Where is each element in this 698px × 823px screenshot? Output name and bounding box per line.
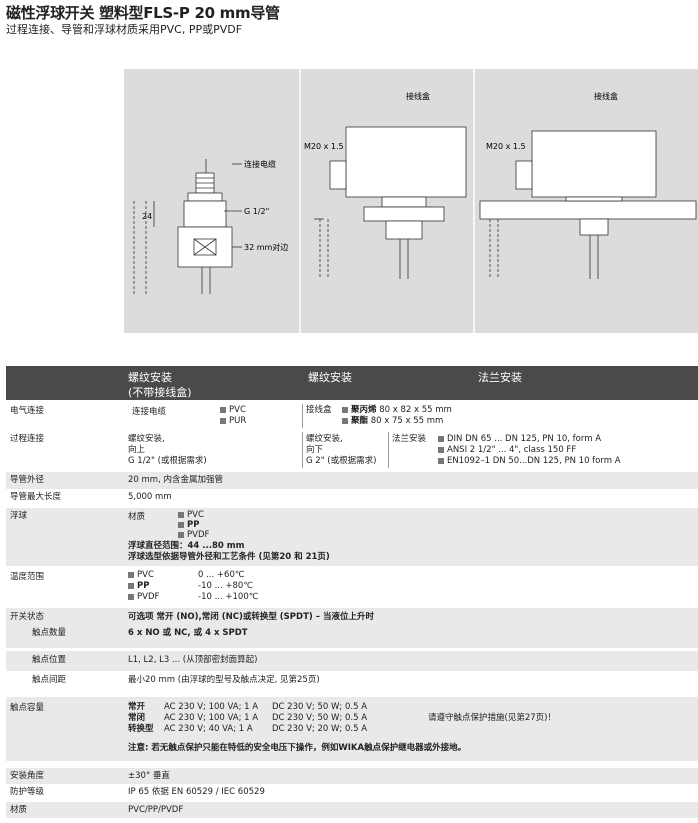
row-tube-od: 导管外径 20 mm, 内含金属加强管 xyxy=(6,471,698,489)
value-contact-gap: 最小20 mm (由浮球的型号及触点决定, 见第25页) xyxy=(128,675,320,685)
table-header: 螺纹安装 (不带接线盒) 螺纹安装 法兰安装 xyxy=(6,366,698,400)
value-contact-position: L1, L2, L3 ... (从顶部密封面算起) xyxy=(128,655,258,665)
float-mat-2: PP xyxy=(178,520,199,531)
rating-dc-2: DC 230 V; 50 W; 0.5 A xyxy=(272,713,368,723)
label-24: 24 xyxy=(142,212,152,221)
label-hex: 32 mm对边 xyxy=(244,242,288,252)
label-tube-od: 导管外径 xyxy=(10,475,45,485)
value-process-a3: G 1/2" (或根据需求) xyxy=(128,456,207,466)
row-process: 过程连接 螺纹安装, 向上 G 1/2" (或根据需求) 螺纹安装, 向下 G … xyxy=(6,430,698,470)
temp-mat-2: PP xyxy=(128,581,149,592)
rating-type-1: 常开 xyxy=(128,702,146,712)
value-material: PVC/PP/PVDF xyxy=(128,805,184,815)
rating-caution: 注意: 若无触点保护只能在特低的安全电压下操作，例如WIKA触点保护继电器或外接… xyxy=(128,743,467,753)
drawing-svg: 连接电缆 G 1/2" 24 32 mm对边 接线盒 M20 x 1.5 xyxy=(133,69,697,333)
label-tube-length: 导管最大长度 xyxy=(10,492,62,502)
header-col3: 法兰安装 xyxy=(478,371,522,384)
drawing-panel-1 xyxy=(133,159,242,294)
flange-option-2: ANSI 2 1/2" ... 4", class 150 FF xyxy=(438,445,576,456)
row-rating: 触点容量 常开 AC 230 V; 100 VA; 1 A DC 230 V; … xyxy=(6,696,698,761)
value-process-a2: 向上 xyxy=(128,445,146,455)
row-electrical: 电气连接 连接电缆 PVC PUR 接线盒 聚丙烯 80 x 82 x 55 m… xyxy=(6,400,698,430)
value-switch: 可选项 常开 (NO),常闭 (NC)或转换型 (SPDT) – 当液位上升时 xyxy=(128,612,374,622)
rating-type-3: 转换型 xyxy=(128,724,154,734)
label-electrical: 电气连接 xyxy=(10,406,45,416)
label-switch: 开关状态 xyxy=(10,612,45,622)
label-rating: 触点容量 xyxy=(10,703,45,713)
label-contact-position: 触点位置 xyxy=(32,655,67,665)
label-angle: 安装角度 xyxy=(10,771,45,781)
page-title: 磁性浮球开关 塑料型FLS-P 20 mm导管 xyxy=(6,4,280,22)
label-temperature: 温度范围 xyxy=(10,572,45,582)
temp-value-3: -10 ... +100℃ xyxy=(198,592,259,602)
header-col1-line2: (不带接线盒) xyxy=(128,386,192,399)
header-col2: 螺纹安装 xyxy=(308,371,352,384)
value-box: 接线盒 xyxy=(306,405,332,415)
row-switch: 开关状态 可选项 常开 (NO),常闭 (NC)或转换型 (SPDT) – 当液… xyxy=(6,607,698,648)
drawing-panel-2 xyxy=(314,126,467,279)
box-option-1: 聚丙烯 80 x 82 x 55 mm xyxy=(342,405,452,416)
rating-type-2: 常闭 xyxy=(128,713,146,723)
row-material: 材质 PVC/PP/PVDF xyxy=(6,801,698,818)
value-contacts: 6 x NO 或 NC, 或 4 x SPDT xyxy=(128,628,248,638)
label-ip: 防护等级 xyxy=(10,787,45,797)
value-ip: IP 65 依据 EN 60529 / IEC 60529 xyxy=(128,787,265,797)
label-process: 过程连接 xyxy=(10,434,45,444)
header-col1-line1: 螺纹安装 xyxy=(128,371,172,384)
label-m20-2: M20 x 1.5 xyxy=(486,142,526,151)
rating-dc-1: DC 230 V; 50 W; 0.5 A xyxy=(272,702,368,712)
label-cable: 连接电缆 xyxy=(244,159,276,169)
value-float-note: 浮球选型依据导管外径和工艺条件 (见第20 和 21页) xyxy=(128,552,330,562)
label-m20-1: M20 x 1.5 xyxy=(304,142,344,151)
page-subtitle: 过程连接、导管和浮球材质采用PVC, PP或PVDF xyxy=(6,23,243,36)
option-pur: PUR xyxy=(220,416,246,427)
rating-ac-1: AC 230 V; 100 VA; 1 A xyxy=(164,702,259,712)
box-option-2: 聚酯 80 x 75 x 55 mm xyxy=(342,416,443,427)
rating-ac-2: AC 230 V; 100 VA; 1 A xyxy=(164,713,259,723)
technical-drawing: 连接电缆 G 1/2" 24 32 mm对边 接线盒 M20 x 1.5 xyxy=(124,69,698,333)
label-g12: G 1/2" xyxy=(244,207,269,216)
float-mat-1: PVC xyxy=(178,510,204,521)
temp-mat-1: PVC xyxy=(128,570,154,581)
rating-dc-3: DC 230 V; 20 W; 0.5 A xyxy=(272,724,368,734)
flange-option-1: DIN DN 65 ... DN 125, PN 10, form A xyxy=(438,434,601,445)
value-cable: 连接电缆 xyxy=(132,407,167,417)
value-float-material: 材质 xyxy=(128,512,146,522)
row-temperature: 温度范围 PVC 0 ... +60℃ PP -10 ... +80℃ PVDF… xyxy=(6,566,698,606)
row-tube-length: 导管最大长度 5,000 mm xyxy=(6,489,698,506)
label-float: 浮球 xyxy=(10,511,28,521)
value-flange-label: 法兰安装 xyxy=(392,434,427,444)
value-process-b3: G 2" (或根据需求) xyxy=(306,456,377,466)
row-contact-position: 触点位置 L1, L2, L3 ... (从顶部密封面算起) xyxy=(6,650,698,671)
value-process-b1: 螺纹安装, xyxy=(306,434,343,444)
label-contact-gap: 触点间距 xyxy=(32,675,67,685)
float-mat-3: PVDF xyxy=(178,530,209,541)
label-contacts: 触点数量 xyxy=(32,628,67,638)
row-angle: 安装角度 ±30° 垂直 xyxy=(6,767,698,784)
row-float: 浮球 材质 PVC PP PVDF 浮球直径范围：44 ...80 mm 浮球选… xyxy=(6,507,698,566)
value-process-b2: 向下 xyxy=(306,445,324,455)
value-angle: ±30° 垂直 xyxy=(128,771,170,781)
rating-ac-3: AC 230 V; 40 VA; 1 A xyxy=(164,724,253,734)
value-tube-length: 5,000 mm xyxy=(128,492,172,502)
label-junction-box-2: 接线盒 xyxy=(594,91,618,101)
option-pvc: PVC xyxy=(220,405,246,416)
temp-value-2: -10 ... +80℃ xyxy=(198,581,253,591)
temp-mat-3: PVDF xyxy=(128,592,159,603)
label-material: 材质 xyxy=(10,805,28,815)
label-junction-box-1: 接线盒 xyxy=(406,91,430,101)
rating-note: 请遵守触点保护措施(见第27页)！ xyxy=(428,713,556,723)
value-tube-od: 20 mm, 内含金属加强管 xyxy=(128,475,223,485)
temp-value-1: 0 ... +60℃ xyxy=(198,570,245,580)
flange-option-3: EN1092–1 DN 50...DN 125, PN 10 form A xyxy=(438,456,621,467)
row-contact-gap: 触点间距 最小20 mm (由浮球的型号及触点决定, 见第25页) xyxy=(6,671,698,691)
row-ip: 防护等级 IP 65 依据 EN 60529 / IEC 60529 xyxy=(6,784,698,800)
value-process-a1: 螺纹安装, xyxy=(128,434,165,444)
value-float-diameter: 浮球直径范围：44 ...80 mm xyxy=(128,541,245,551)
drawing-panel-3 xyxy=(479,130,697,279)
